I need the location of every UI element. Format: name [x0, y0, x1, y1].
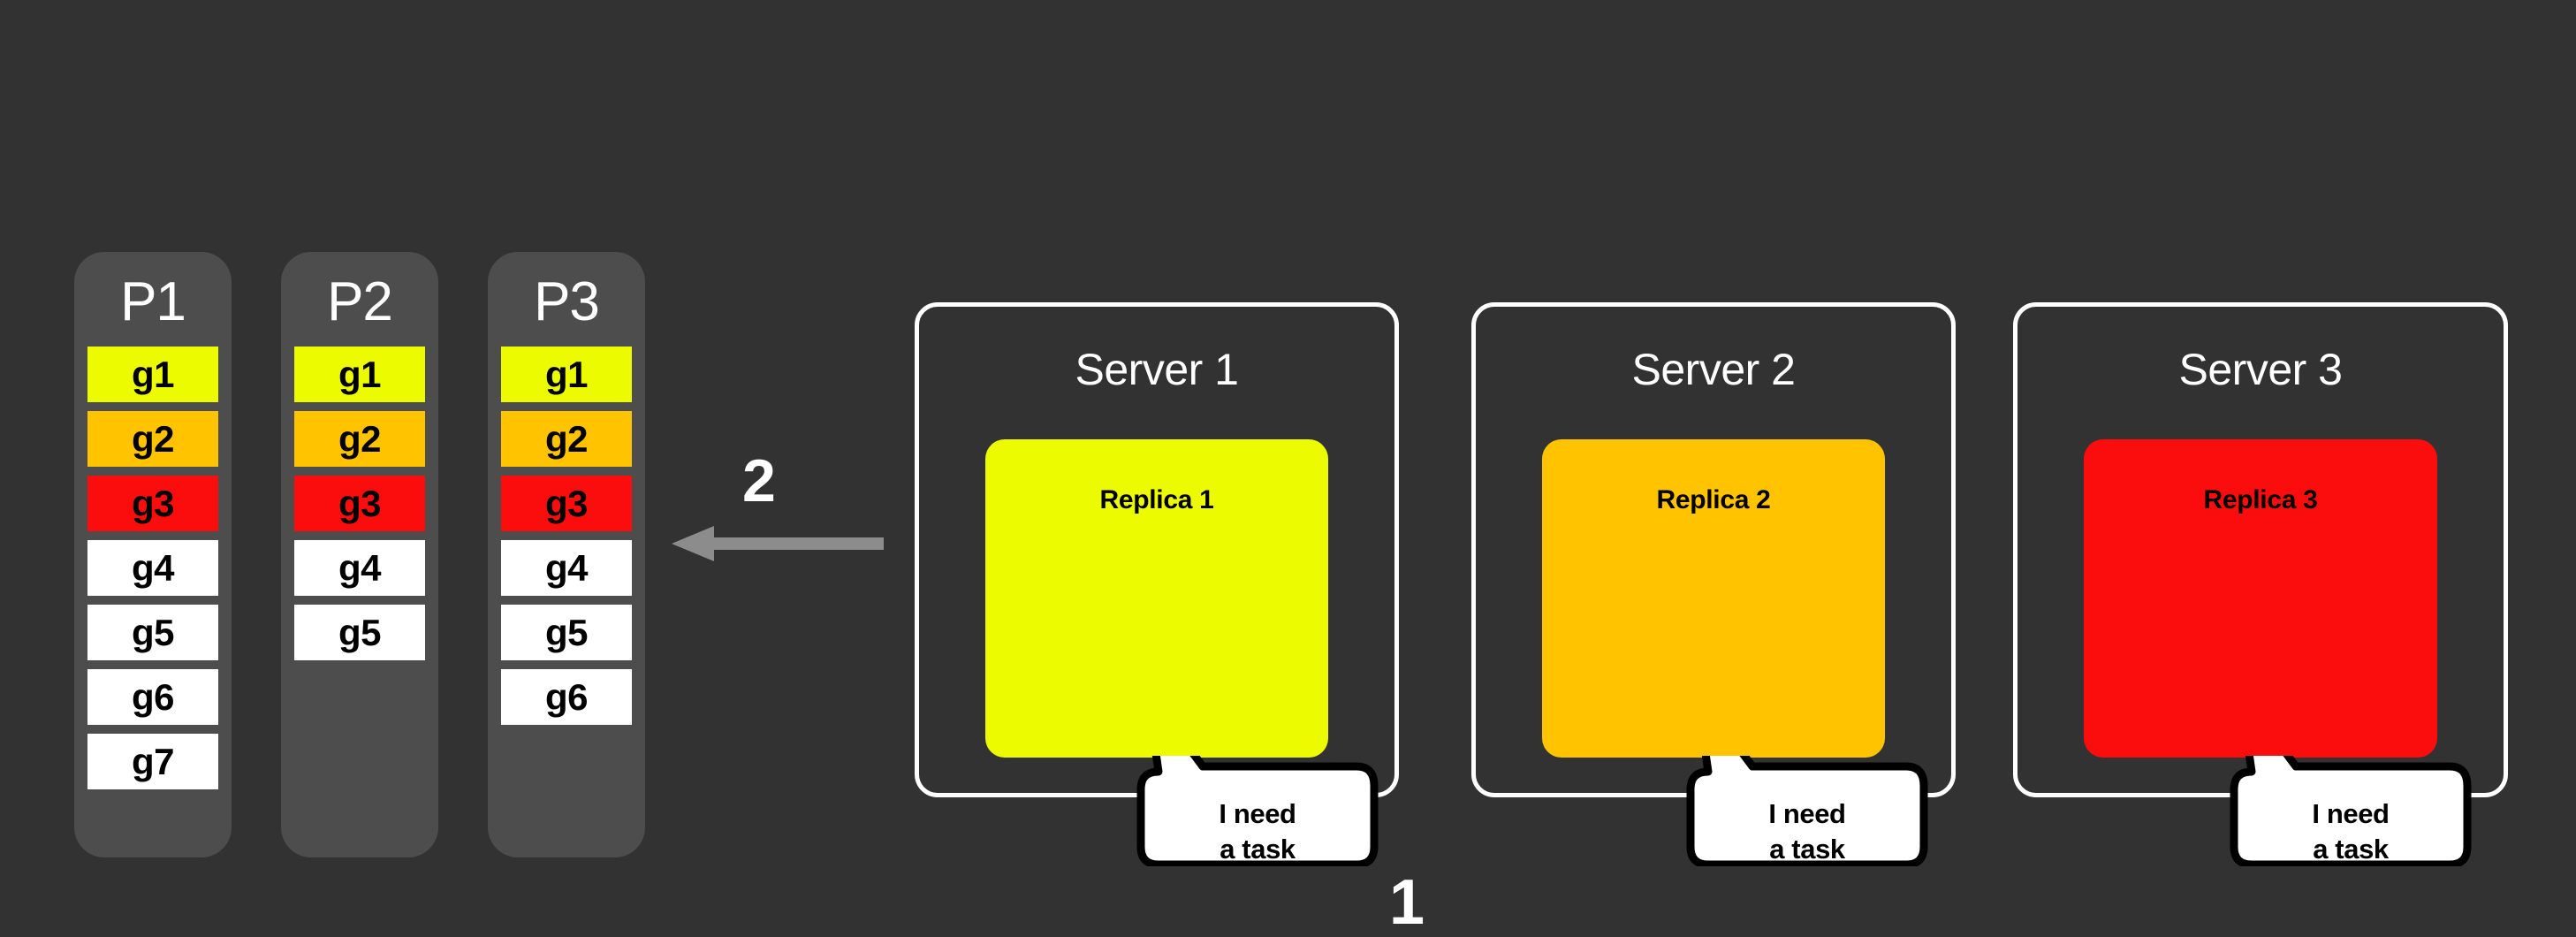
partition-title: P1	[120, 271, 186, 332]
group-cell: g5	[87, 605, 218, 661]
partition-p1: P1 g1 g2 g3 g4 g5 g6 g7	[74, 252, 232, 857]
speech-bubble-shape	[2230, 688, 2472, 869]
group-cell: g3	[87, 476, 218, 532]
arrow-left-icon	[672, 526, 884, 561]
group-cell: g2	[501, 411, 632, 468]
server-title: Server 2	[1631, 345, 1796, 394]
partition-p3: P3 g1 g2 g3 g4 g5 g6	[488, 252, 645, 857]
server-1-panel: Server 1 Replica 1	[915, 302, 1399, 797]
group-cell: g4	[501, 540, 632, 597]
group-cell: g4	[294, 540, 425, 597]
group-cell: g3	[294, 476, 425, 532]
step-1-label: 1	[1389, 867, 1425, 937]
replica-box: Replica 3	[2084, 439, 2437, 758]
group-cell: g6	[501, 669, 632, 726]
group-cell: g1	[87, 347, 218, 403]
server-3-panel: Server 3 Replica 3	[2013, 302, 2508, 797]
group-cell: g3	[501, 476, 632, 532]
group-cell: g1	[501, 347, 632, 403]
server-title: Server 1	[1075, 345, 1239, 394]
replica-box: Replica 2	[1542, 439, 1885, 758]
replica-label: Replica 1	[1099, 485, 1214, 514]
speech-bubble-shape	[1136, 688, 1379, 869]
replica-label: Replica 2	[1656, 485, 1771, 514]
group-cell: g6	[87, 669, 218, 726]
server-2-panel: Server 2 Replica 2	[1471, 302, 1956, 797]
partition-p2: P2 g1 g2 g3 g4 g5	[281, 252, 438, 857]
speech-bubble-server-3: I need a task	[2227, 688, 2474, 869]
replica-label: Replica 3	[2203, 485, 2318, 514]
partition-title: P3	[534, 271, 600, 332]
speech-bubble-shape	[1686, 688, 1928, 869]
group-cell: g2	[87, 411, 218, 468]
group-cell: g5	[501, 605, 632, 661]
group-cell: g1	[294, 347, 425, 403]
speech-bubble-server-2: I need a task	[1683, 688, 1931, 869]
server-title: Server 3	[2178, 345, 2343, 394]
group-cell: g4	[87, 540, 218, 597]
speech-bubble-server-1: I need a task	[1134, 688, 1381, 869]
group-cell: g2	[294, 411, 425, 468]
group-cell: g5	[294, 605, 425, 661]
partition-title: P2	[327, 271, 393, 332]
replica-box: Replica 1	[985, 439, 1328, 758]
step-2-label: 2	[742, 447, 776, 514]
group-cell: g7	[87, 734, 218, 790]
